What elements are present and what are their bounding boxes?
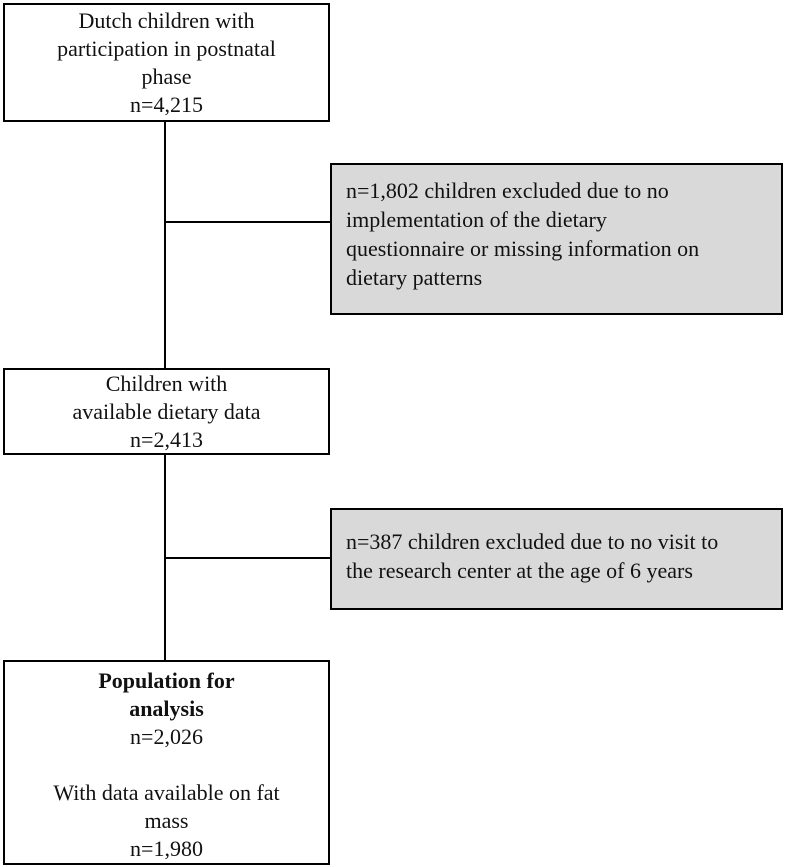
connector-postnatal-to-dietary	[164, 122, 166, 368]
node-available-dietary-data-text: Children with available dietary data n=2…	[72, 370, 261, 452]
node-population-for-analysis: Population for analysis n=2,026 With dat…	[3, 660, 330, 865]
connector-branch-exclusion-visit	[165, 557, 330, 559]
node-postnatal-phase: Dutch children with participation in pos…	[3, 3, 330, 122]
connector-branch-exclusion-dietary	[165, 221, 330, 223]
node-exclusion-dietary: n=1,802 children excluded due to no impl…	[330, 163, 783, 315]
node-postnatal-phase-text: Dutch children with participation in pos…	[57, 7, 276, 117]
node-population-for-analysis-title: Population for analysis	[98, 668, 235, 721]
node-exclusion-no-visit: n=387 children excluded due to no visit …	[330, 508, 783, 610]
node-available-dietary-data: Children with available dietary data n=2…	[3, 368, 330, 455]
node-exclusion-no-visit-text: n=387 children excluded due to no visit …	[346, 529, 719, 583]
node-exclusion-dietary-text: n=1,802 children excluded due to no impl…	[346, 178, 700, 290]
node-population-for-analysis-text: n=2,026 With data available on fat mass …	[53, 724, 280, 861]
